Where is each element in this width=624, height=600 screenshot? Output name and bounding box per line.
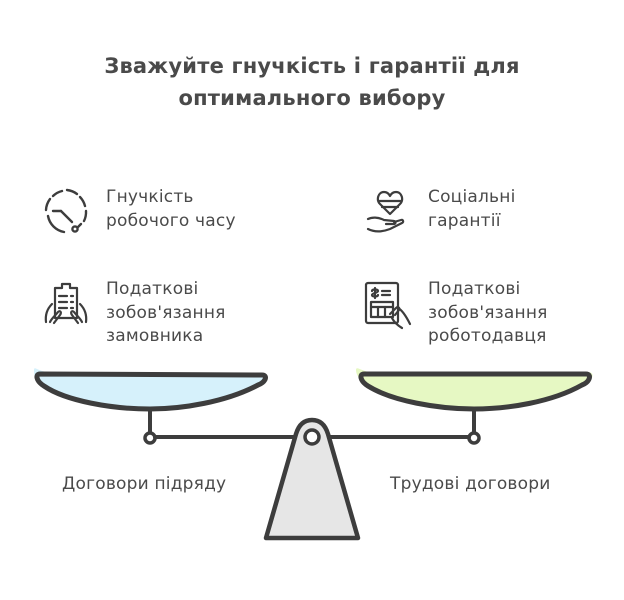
right-item-employer-tax-label: Податкові зобов'язання роботодавця (428, 279, 548, 346)
left-side-label: Договори підряду (62, 474, 227, 494)
right-item-employer-tax: Податкові зобов'язання роботодавця (362, 278, 548, 349)
left-item-customer-tax-label: Податкові зобов'язання замовника (106, 279, 226, 346)
title-line-2: оптимального вибору (178, 86, 446, 110)
left-item-customer-tax: Податкові зобов'язання замовника (40, 278, 226, 349)
left-item-flexibility: Гнучкість робочого часу (40, 186, 236, 238)
right-item-social-guarantees: Соціальні гарантії (362, 186, 516, 238)
clock-dashed-icon (44, 188, 88, 234)
title-line-1: Зважуйте гнучкість і гарантії для (104, 54, 520, 78)
stand (263, 417, 361, 541)
left-item-flexibility-label: Гнучкість робочого часу (106, 187, 236, 231)
heart-in-hand-icon (366, 190, 405, 233)
page-title: Зважуйте гнучкість і гарантії для оптима… (40, 50, 584, 114)
left-pan (34, 368, 268, 445)
right-item-social-guarantees-label: Соціальні гарантії (428, 187, 516, 231)
right-pan (356, 368, 593, 445)
calculator-in-hand-icon (364, 281, 412, 330)
right-side-label: Трудові договори (390, 474, 551, 494)
document-in-hands-icon (44, 282, 88, 325)
